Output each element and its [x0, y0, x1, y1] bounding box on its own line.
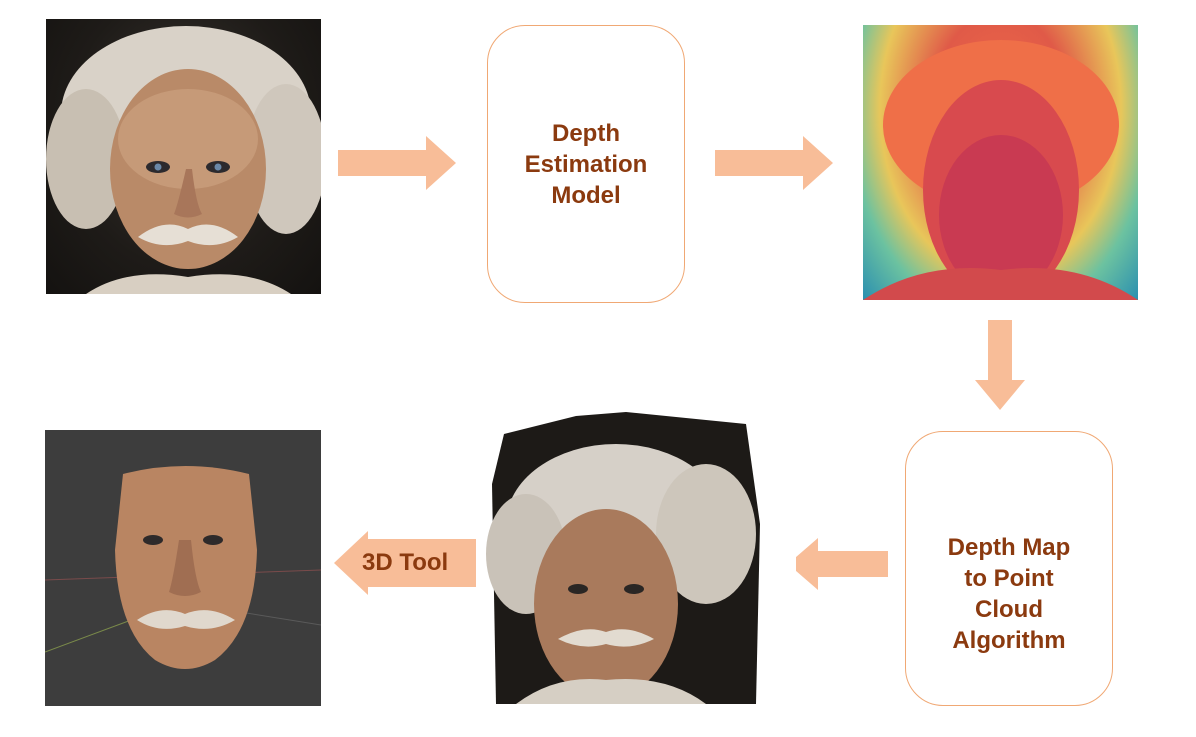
point-cloud-image: [456, 404, 796, 722]
depth-estimation-model-box: Depth Estimation Model: [487, 25, 685, 303]
arrow-down: [975, 320, 1025, 410]
depth-estimation-model-label: Depth Estimation Model: [524, 119, 648, 209]
depth-map-to-point-cloud-label: Depth Map to Point Cloud Algorithm: [947, 533, 1071, 654]
depth-map-image: [863, 25, 1138, 300]
3d-tool-label: 3D Tool: [362, 549, 449, 576]
arrow-left-1: [788, 538, 888, 590]
3d-mesh-illustration: [45, 466, 321, 669]
3d-mesh-render-image: [45, 430, 321, 706]
depth-map-illustration: [863, 40, 1138, 300]
arrow-right-1: [338, 136, 456, 190]
input-portrait-image: [46, 19, 321, 294]
arrow-left-2: [334, 531, 476, 595]
arrow-right-2: [715, 136, 833, 190]
depth-map-to-point-cloud-box: Depth Map to Point Cloud Algorithm: [905, 431, 1113, 706]
point-cloud-illustration: [486, 412, 760, 704]
portrait-illustration: [46, 26, 321, 294]
